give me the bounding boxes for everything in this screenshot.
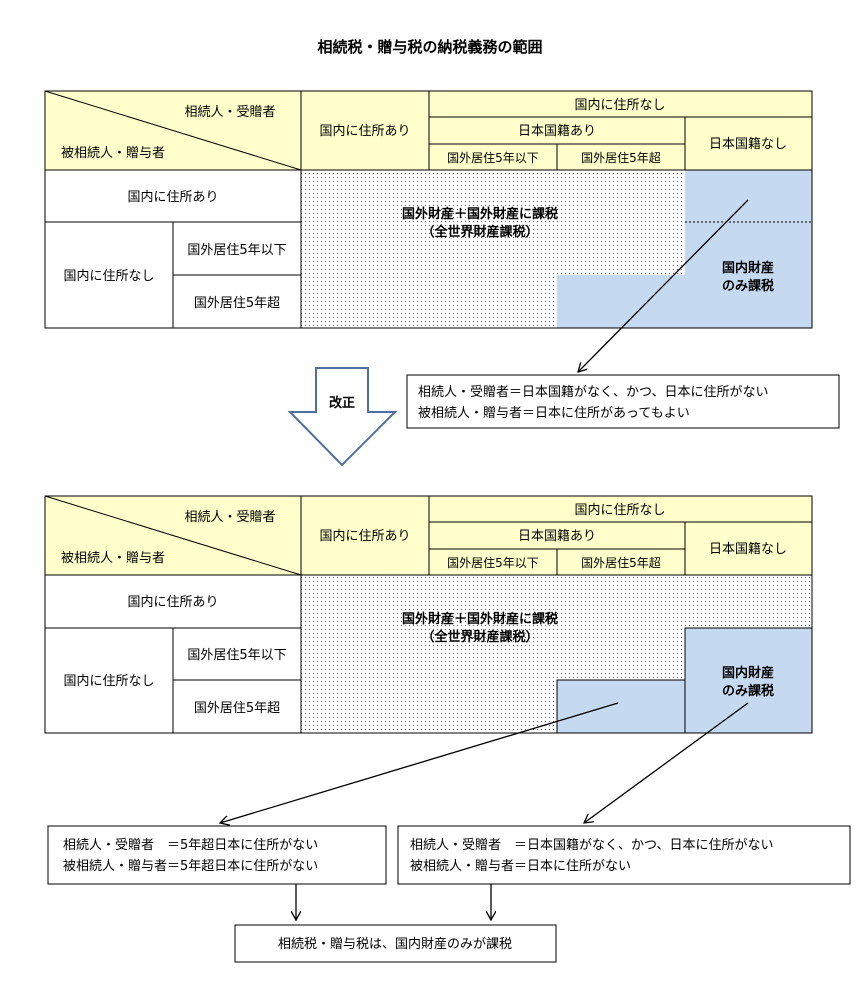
header-domestic-no: 国内に住所なし [574, 502, 665, 518]
note-right-line1: 相続人・受贈者 ＝日本国籍がなく、かつ、日本に住所がない [410, 837, 773, 853]
header-abroad-5-or-less: 国外居住5年以下 [447, 151, 539, 165]
header-abroad-over-5: 国外居住5年超 [581, 150, 661, 165]
arrow-to-note-left [220, 702, 619, 823]
row-domestic-yes: 国内に住所あり [127, 594, 218, 610]
row-abroad-over-5: 国外居住5年超 [194, 701, 280, 716]
header-decedent: 被相続人・贈与者 [61, 550, 165, 566]
table-before-revision: 相続人・受贈者 被相続人・贈与者 国内に住所あり 国内に住所なし 日本国籍あり … [44, 90, 813, 329]
domestic-only-sublabel: のみ課税 [722, 683, 774, 699]
worldwide-tax-label: 国外財産＋国外財産に課税 [402, 206, 558, 222]
note-after-right-box: 相続人・受贈者 ＝日本国籍がなく、かつ、日本に住所がない 被相続人・贈与者＝日本… [397, 825, 851, 885]
row-domestic-no: 国内に住所なし [63, 268, 154, 284]
note-left-line2: 被相続人・贈与者＝5年超日本に住所がない [63, 858, 318, 874]
revision-label: 改正 [329, 395, 355, 411]
row-domestic-no: 国内に住所なし [63, 673, 154, 689]
header-jp-nationality-no: 日本国籍なし [709, 136, 787, 152]
note-left-line1: 相続人・受贈者 ＝5年超日本に住所がない [63, 837, 318, 853]
header-decedent: 被相続人・贈与者 [61, 145, 165, 161]
note-after-left-box: 相続人・受贈者 ＝5年超日本に住所がない 被相続人・贈与者＝5年超日本に住所がな… [47, 825, 387, 885]
header-jp-nationality-no: 日本国籍なし [709, 541, 787, 557]
row-abroad-5-or-less: 国外居住5年以下 [187, 243, 286, 258]
header-jp-nationality-yes: 日本国籍あり [518, 528, 596, 544]
conclusion-text: 相続税・贈与税は、国内財産のみが課税 [278, 936, 512, 952]
note-before-line1: 相続人・受贈者＝日本国籍がなく、かつ、日本に住所がない [418, 384, 768, 400]
conclusion-box: 相続税・贈与税は、国内財産のみが課税 [234, 924, 557, 963]
header-domestic-no: 国内に住所なし [574, 97, 665, 113]
row-domestic-yes: 国内に住所あり [127, 189, 218, 205]
header-heir: 相続人・受贈者 [184, 509, 275, 525]
row-abroad-5-or-less: 国外居住5年以下 [187, 648, 286, 663]
header-abroad-5-or-less: 国外居住5年以下 [447, 556, 539, 570]
worldwide-tax-label: 国外財産＋国外財産に課税 [402, 611, 558, 627]
note-right-line2: 被相続人・贈与者＝日本に住所がない [410, 858, 631, 874]
header-domestic-yes: 国内に住所あり [319, 528, 410, 544]
header-abroad-over-5: 国外居住5年超 [581, 555, 661, 570]
domestic-only-area [557, 170, 812, 328]
arrow-to-note-before [578, 199, 749, 372]
note-before-line2: 被相続人・贈与者＝日本に住所があってもよい [418, 405, 690, 421]
domestic-only-label: 国内財産 [722, 260, 774, 276]
header-heir: 相続人・受贈者 [184, 104, 275, 120]
table-after-revision: 相続人・受贈者 被相続人・贈与者 国内に住所あり 国内に住所なし 日本国籍あり … [44, 495, 813, 734]
domestic-only-sublabel: のみ課税 [722, 278, 774, 294]
revision-arrow: 改正 [287, 367, 398, 467]
row-abroad-over-5: 国外居住5年超 [194, 296, 280, 311]
diagram-title: 相続税・贈与税の納税義務の範囲 [317, 38, 542, 56]
worldwide-tax-sublabel: （全世界財産課税） [421, 629, 538, 645]
worldwide-tax-sublabel: （全世界財産課税） [421, 224, 538, 240]
header-jp-nationality-yes: 日本国籍あり [518, 123, 596, 139]
note-before-box: 相続人・受贈者＝日本国籍がなく、かつ、日本に住所がない 被相続人・贈与者＝日本に… [406, 374, 840, 429]
domestic-only-label: 国内財産 [722, 665, 774, 681]
arrow-to-note-right [584, 702, 749, 823]
header-domestic-yes: 国内に住所あり [319, 123, 410, 139]
